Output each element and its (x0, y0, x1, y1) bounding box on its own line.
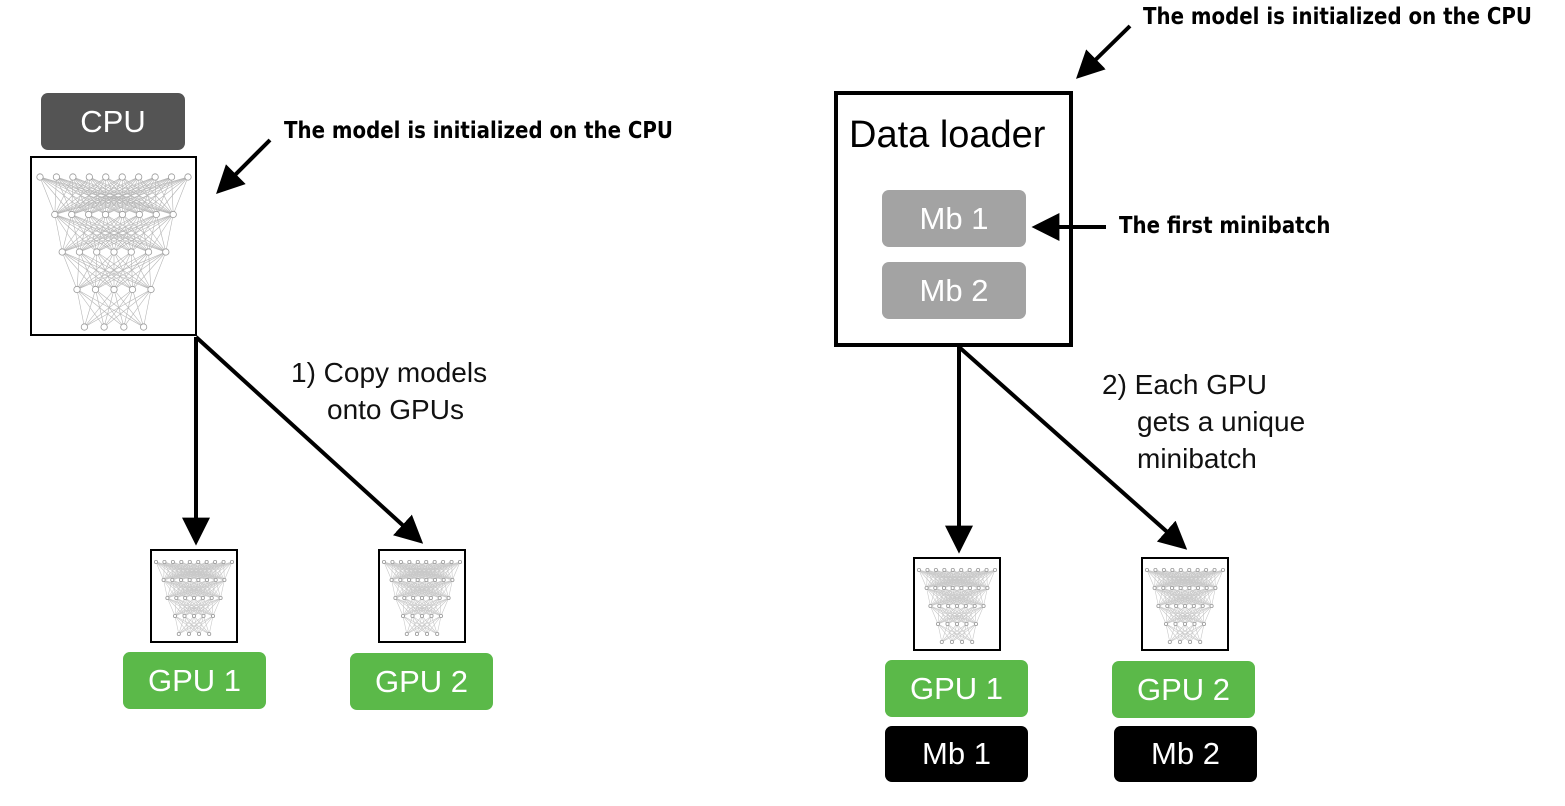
copy-models-step-line1: 1) Copy models (291, 357, 488, 388)
neural-network-icon (1145, 568, 1226, 645)
gpu2-minibatch: Mb 2 (1114, 726, 1257, 782)
minibatch-2: Mb 2 (882, 262, 1026, 319)
neural-network-icon (36, 173, 192, 331)
gpu2-label: GPU 2 (1112, 661, 1255, 718)
first-minibatch-annotation: The first minibatch (1119, 213, 1331, 239)
gpu1-label: GPU 1 (885, 660, 1028, 717)
neural-network-icon (153, 560, 234, 637)
data-loader-title: Data loader (849, 114, 1046, 156)
unique-minibatch-step-line3: minibatch (1137, 443, 1257, 474)
init-annotation-left: The model is initialized on the CPU (284, 118, 673, 144)
init-pointer-arrow-right (1076, 24, 1132, 79)
cpu-label: CPU (41, 93, 185, 150)
unique-minibatch-step-line2: gets a unique (1137, 406, 1306, 437)
gpu1-minibatch: Mb 1 (885, 726, 1028, 782)
neural-network-icon (917, 568, 998, 645)
init-pointer-arrow-left (216, 138, 272, 194)
init-annotation-right: The model is initialized on the CPU (1143, 4, 1532, 30)
gpu2-label: GPU 2 (350, 653, 493, 710)
copy-models-step-line2: onto GPUs (327, 394, 464, 425)
copy-arrow-gpu2 (194, 335, 424, 544)
minibatch-1: Mb 1 (882, 190, 1026, 247)
unique-minibatch-step-line1: 2) Each GPU (1102, 369, 1267, 400)
gpu1-label: GPU 1 (123, 652, 266, 709)
distribute-arrow-gpu2 (957, 345, 1188, 550)
neural-network-icon (381, 560, 462, 637)
